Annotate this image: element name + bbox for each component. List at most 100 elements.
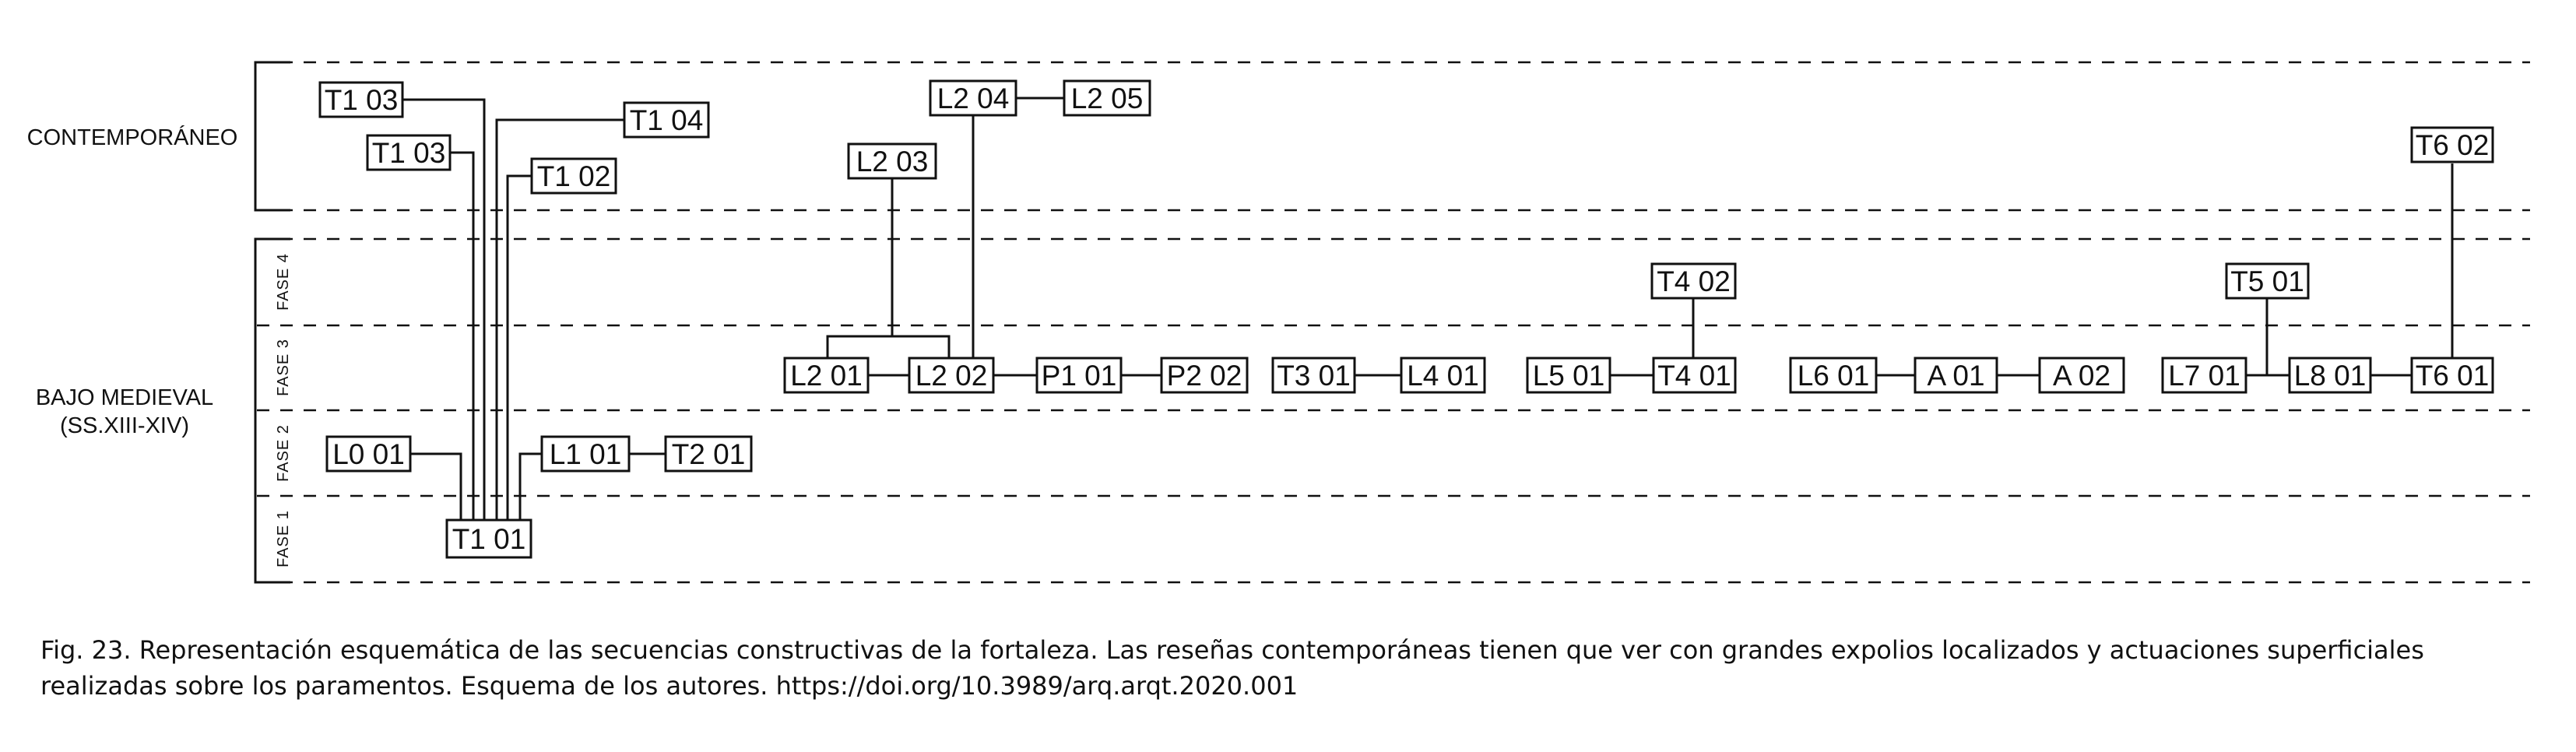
node-l801: L8 01 bbox=[2288, 357, 2372, 394]
node-p101: P1 01 bbox=[1035, 357, 1123, 394]
edge-t104-t101 bbox=[495, 118, 624, 520]
node-l101: L1 01 bbox=[540, 435, 631, 473]
node-label: T4 02 bbox=[1657, 265, 1731, 297]
node-label: L1 01 bbox=[550, 438, 622, 470]
node-box bbox=[1914, 357, 1998, 394]
node-label: P1 01 bbox=[1042, 360, 1117, 392]
node-label: T6 01 bbox=[2416, 360, 2490, 392]
period-label-contemporary: CONTEMPORÁNEO bbox=[27, 125, 238, 150]
connectors bbox=[402, 97, 2454, 520]
node-box bbox=[1271, 357, 1356, 394]
edge-t103b-t101 bbox=[450, 151, 475, 520]
node-box bbox=[318, 81, 404, 118]
node-label: A 01 bbox=[1927, 360, 1984, 392]
node-box bbox=[1063, 79, 1151, 117]
node-label: L2 01 bbox=[790, 360, 863, 392]
node-l401: L4 01 bbox=[1400, 357, 1486, 394]
node-box bbox=[908, 357, 995, 394]
node-label: T5 01 bbox=[2230, 265, 2304, 297]
node-a01: A 01 bbox=[1914, 357, 1998, 394]
node-label: T4 01 bbox=[1657, 360, 1731, 392]
node-box bbox=[1035, 357, 1123, 394]
node-l001: L0 01 bbox=[325, 435, 412, 473]
node-label: L2 04 bbox=[937, 83, 1010, 114]
node-label: T1 02 bbox=[537, 160, 611, 192]
edge-l001-t101 bbox=[410, 452, 462, 520]
edge-bracket-l201-l202 bbox=[826, 335, 951, 358]
node-l205: L2 05 bbox=[1063, 79, 1151, 117]
node-l601: L6 01 bbox=[1789, 357, 1878, 394]
phase-label-4: FASE 4 bbox=[275, 253, 292, 311]
node-box bbox=[2225, 262, 2310, 300]
edge-l101-t101 bbox=[518, 452, 542, 520]
node-box bbox=[1652, 357, 1737, 394]
node-t401: T4 01 bbox=[1652, 357, 1737, 394]
node-box bbox=[847, 142, 937, 180]
node-t103a: T1 03 bbox=[318, 81, 404, 118]
node-l202: L2 02 bbox=[908, 357, 995, 394]
node-box bbox=[540, 435, 631, 473]
period-label-bajo-medieval: BAJO MEDIEVAL bbox=[36, 385, 213, 410]
bracket-contemporary bbox=[254, 61, 290, 212]
node-box bbox=[366, 134, 452, 171]
node-label: L4 01 bbox=[1407, 360, 1479, 392]
node-label: T3 01 bbox=[1277, 360, 1351, 392]
node-box bbox=[623, 101, 710, 139]
node-box bbox=[1160, 357, 1249, 394]
period-brackets bbox=[254, 61, 290, 584]
node-l204: L2 04 bbox=[929, 79, 1017, 117]
node-label: L0 01 bbox=[332, 438, 405, 470]
node-box bbox=[1526, 357, 1611, 394]
node-label: T1 04 bbox=[630, 104, 704, 136]
node-label: T1 01 bbox=[452, 523, 526, 555]
node-box bbox=[783, 357, 870, 394]
phase-divider-lines bbox=[257, 61, 2530, 584]
node-t602: T6 02 bbox=[2410, 126, 2494, 163]
node-label: T6 02 bbox=[2416, 129, 2490, 161]
node-t402: T4 02 bbox=[1650, 262, 1737, 300]
edge-t102-t101 bbox=[506, 174, 532, 520]
phase-label-1: FASE 1 bbox=[275, 510, 292, 568]
node-t301: T3 01 bbox=[1271, 357, 1356, 394]
node-l501: L5 01 bbox=[1526, 357, 1611, 394]
node-p202: P2 02 bbox=[1160, 357, 1249, 394]
node-box bbox=[1400, 357, 1486, 394]
node-label: P2 02 bbox=[1167, 360, 1242, 392]
node-label: L8 01 bbox=[2294, 360, 2367, 392]
node-l701: L7 01 bbox=[2161, 357, 2247, 394]
node-box bbox=[1650, 262, 1737, 300]
construction-sequence-diagram: CONTEMPORÁNEO BAJO MEDIEVAL (SS.XIII-XIV… bbox=[27, 61, 2530, 584]
node-l201: L2 01 bbox=[783, 357, 870, 394]
node-box bbox=[2038, 357, 2125, 394]
node-label: T2 01 bbox=[672, 438, 746, 470]
node-t501: T5 01 bbox=[2225, 262, 2310, 300]
node-label: T1 03 bbox=[325, 84, 399, 116]
node-l203: L2 03 bbox=[847, 142, 937, 180]
node-label: A 02 bbox=[2053, 360, 2110, 392]
node-label: L2 05 bbox=[1071, 83, 1144, 114]
node-label: L2 02 bbox=[915, 360, 988, 392]
node-t102: T1 02 bbox=[530, 157, 617, 195]
node-box bbox=[445, 518, 532, 559]
period-label-bajo-medieval-dates: (SS.XIII-XIV) bbox=[60, 413, 189, 438]
node-box bbox=[664, 435, 753, 473]
node-label: L7 01 bbox=[2168, 360, 2240, 392]
node-box bbox=[2161, 357, 2247, 394]
node-box bbox=[2288, 357, 2372, 394]
node-box bbox=[1789, 357, 1878, 394]
node-box bbox=[2410, 126, 2494, 163]
node-box bbox=[2410, 357, 2494, 394]
node-t103b: T1 03 bbox=[366, 134, 452, 171]
node-label: L6 01 bbox=[1798, 360, 1870, 392]
node-box bbox=[325, 435, 412, 473]
node-box bbox=[929, 79, 1017, 117]
node-label: L5 01 bbox=[1533, 360, 1605, 392]
figure-caption: Fig. 23. Representación esquemática de l… bbox=[40, 635, 2424, 701]
node-t101: T1 01 bbox=[445, 518, 532, 559]
bracket-bajo-medieval bbox=[254, 237, 290, 584]
node-label: L2 03 bbox=[856, 146, 929, 177]
node-t601: T6 01 bbox=[2410, 357, 2494, 394]
node-t201: T2 01 bbox=[664, 435, 753, 473]
node-layer: T1 03 T1 03 T1 04 T1 02 L0 01 T1 01 L1 01 T2 01… bbox=[318, 79, 2494, 559]
